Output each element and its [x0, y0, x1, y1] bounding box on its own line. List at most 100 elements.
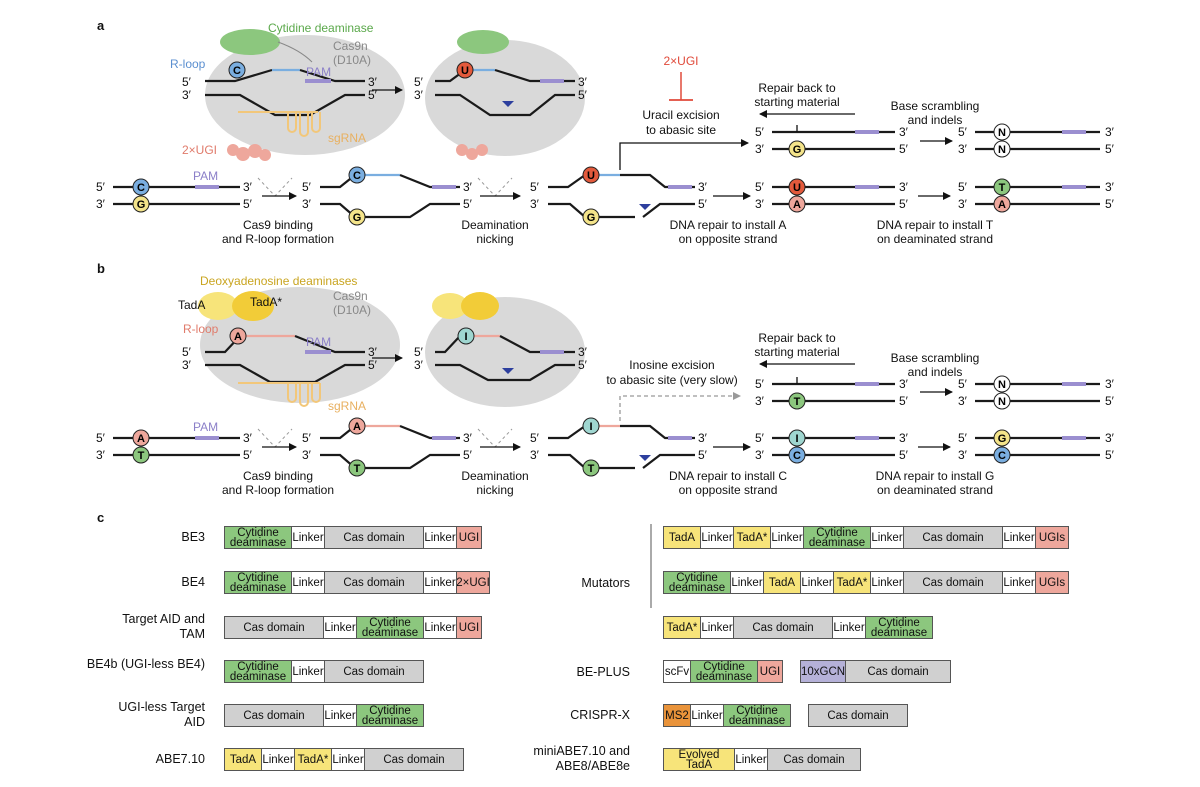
mutators-label: Mutators: [581, 576, 630, 590]
rloop-label: R-loop: [183, 322, 219, 336]
gcn-domain: 10xGCN: [800, 660, 846, 683]
strand-end-label: 3′: [530, 197, 540, 211]
strand-end-label: 5′: [530, 431, 540, 445]
strand-end-label: 5′: [414, 345, 424, 359]
dna-strand: [548, 202, 635, 219]
panel-a-letter: a: [97, 18, 105, 33]
ugi-domain: UGI: [456, 616, 482, 639]
strand-end-label: 3′: [96, 197, 106, 211]
cas-domain: Cas domain: [324, 660, 424, 683]
nuc-label: N: [998, 127, 1006, 139]
construct-name: Target AID and TAM: [122, 612, 205, 641]
ugi-domain: UGIs: [1035, 571, 1069, 594]
pam-bar: [855, 436, 879, 440]
nuc-a: [993, 195, 1011, 213]
strand-end-label: 5′: [243, 197, 253, 211]
linker-domain: Linker: [1002, 571, 1036, 594]
strand-end-label: 3′: [578, 345, 588, 359]
strand-end-label: 3′: [530, 448, 540, 462]
cas-domain: Cas domain: [845, 660, 951, 683]
nuc-i: [457, 327, 475, 345]
dna-strand: [548, 425, 586, 440]
strand-end-label: 5′: [96, 180, 106, 194]
scramble-label: and indels: [908, 365, 963, 379]
nuc-t: [132, 446, 150, 464]
nuc-a: [788, 195, 806, 213]
cas-domain: Cas domain: [767, 748, 861, 771]
cas9n-label: Cas9n: [333, 39, 368, 53]
strand-end-label: 3′: [755, 394, 765, 408]
construct-name: miniABE7.10 and ABE8/ABE8e: [533, 744, 630, 773]
cas-domain: Cas domain: [733, 616, 833, 639]
nuc-label: U: [793, 182, 801, 194]
linker-domain: Linker: [832, 616, 866, 639]
cd-domain: Cytidine deaminase: [356, 704, 424, 727]
dna-strand: [548, 453, 635, 470]
step-label: and R-loop formation: [222, 483, 334, 497]
pam-bar: [855, 382, 879, 386]
pam-bar: [1062, 130, 1086, 134]
nuc-g: [993, 429, 1011, 447]
nuc-label: N: [998, 144, 1006, 156]
tada-label: TadA: [178, 298, 205, 312]
panel-b-letter: b: [97, 261, 105, 276]
linker-domain: Linker: [423, 616, 457, 639]
strand-end-label: 5′: [463, 448, 473, 462]
step-label: nicking: [476, 483, 513, 497]
scramble-label: and indels: [908, 113, 963, 127]
dna-strand: [320, 202, 460, 219]
nick-marker: [502, 368, 514, 374]
deaminases-label: Deoxyadenosine deaminases: [200, 274, 357, 288]
cas-domain: Cas domain: [808, 704, 908, 727]
nuc-label: T: [999, 182, 1006, 194]
pam-bar: [668, 436, 692, 440]
step-label: DNA repair to install T: [877, 218, 994, 232]
strand-end-label: 3′: [96, 448, 106, 462]
dna-strand-bottom: [435, 93, 575, 117]
nuc-c: [788, 446, 806, 464]
strand-end-label: 5′: [958, 431, 968, 445]
strand-end-label: 5′: [530, 180, 540, 194]
sgrna-hairpins: [287, 383, 321, 407]
tada-shape: [432, 293, 468, 319]
branch-arrow-dashed: [619, 392, 741, 421]
cas-domain: Cas domain: [224, 704, 324, 727]
construct-name: BE4b (UGI-less BE4): [86, 657, 205, 671]
nick-marker: [639, 204, 651, 210]
tad-domain: Evolved TadA: [663, 748, 735, 771]
linker-domain: Linker: [700, 526, 734, 549]
construct-name: UGI-less Target AID: [118, 700, 205, 729]
sgrna-hairpins: [287, 112, 321, 137]
nuc-g: [788, 140, 806, 158]
cas9n-protein: [425, 297, 585, 407]
strand-end-label: 5′: [302, 431, 312, 445]
pam-bar: [1062, 436, 1086, 440]
nuc-a: [229, 327, 247, 345]
tad-domain: TadA*: [833, 571, 871, 594]
pam-bar: [540, 350, 564, 354]
tada-shape: [198, 292, 238, 320]
strand-end-label: 5′: [1105, 197, 1115, 211]
cd-domain: Cytidine deaminase: [865, 616, 933, 639]
cd-domain: Cytidine deaminase: [723, 704, 791, 727]
construct-name: ABE7.10: [155, 752, 205, 766]
strand-end-label: 3′: [755, 142, 765, 156]
rloop-label: R-loop: [170, 57, 206, 71]
strand-end-label: 3′: [463, 431, 473, 445]
nuc-u: [456, 61, 474, 79]
strand-end-label: 3′: [414, 88, 424, 102]
step-label: nicking: [476, 232, 513, 246]
strand-end-label: 5′: [578, 88, 588, 102]
dna-strand: [320, 453, 460, 470]
strand-end-label: 5′: [1105, 448, 1115, 462]
branch-arrow: [619, 139, 749, 170]
strand-end-label: 5′: [463, 197, 473, 211]
nuc-label: N: [998, 396, 1006, 408]
dna-strand-top-left: [205, 68, 273, 83]
cd-domain: Cytidine deaminase: [224, 526, 292, 549]
strand-end-label: 5′: [899, 394, 909, 408]
